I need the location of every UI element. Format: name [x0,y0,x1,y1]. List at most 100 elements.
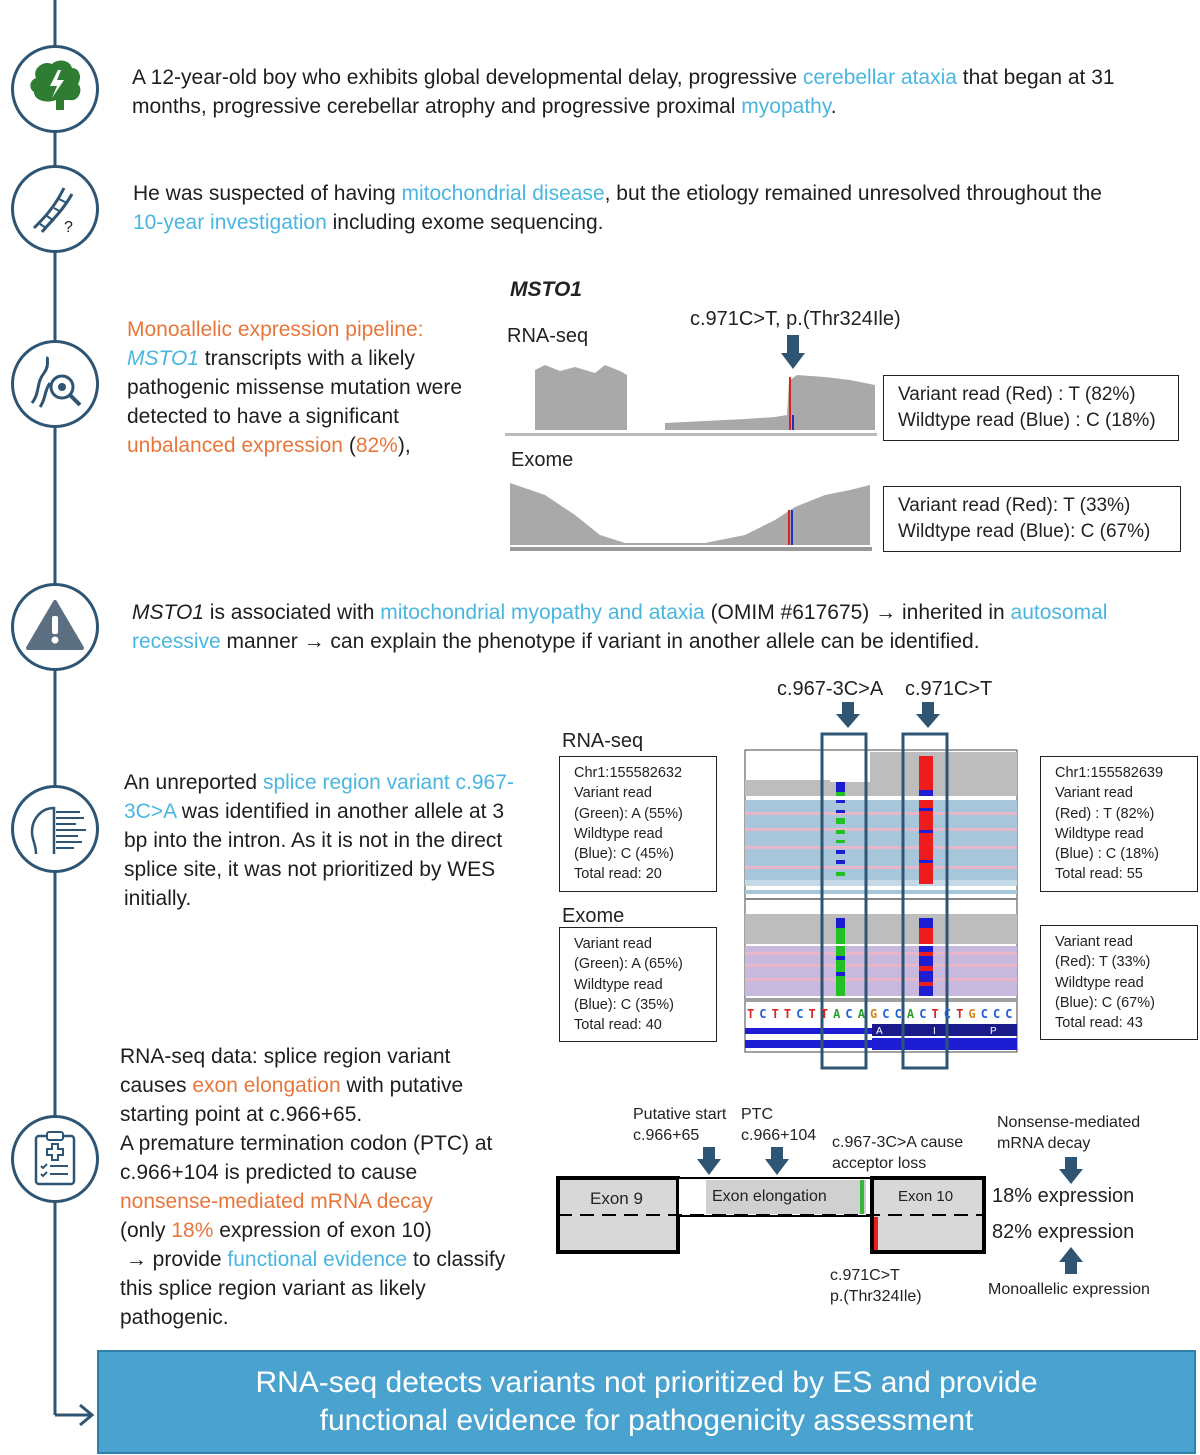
label-line: c.967-3C>A cause [832,1134,964,1151]
box-line: Total read: 20 [574,866,662,883]
arrow-down-icon [765,1147,789,1175]
text-segment: RNA-seq data: splice region variant caus… [120,1045,451,1097]
text-segment: ), [397,434,411,457]
box-line: (Red): T (33%) [1055,954,1151,971]
highlight-82: 82% [355,434,398,457]
igv2-ex-right-box: Variant read (Red): T (33%) Wildtype rea… [1040,925,1198,1041]
sequence-base: T [747,1007,754,1021]
text-segment: , but the etiology remained unresolved t… [604,182,1102,205]
sequence-base: T [932,1007,939,1021]
text-segment: that began at 31 months, progressive cer… [132,66,1115,118]
box-line: (Blue) : C (18%) [1055,846,1159,863]
label-line: p.(Thr324Ile) [830,1288,922,1305]
highlight-nmd: nonsense-mediated mRNA decay [120,1190,433,1213]
amino-acid: A [876,1026,883,1037]
box-line: Chr1:155582639 [1055,765,1164,781]
igv2-ex-left-box: Variant read (Green): A (65%) Wildtype r… [559,927,717,1043]
sequence-base: A [907,1007,915,1021]
dna-question-icon: ? [11,165,99,253]
box-line: Wildtype read [574,825,663,842]
putative-start-label: Putative start c.966+65 [633,1104,726,1146]
text-segment: with putative starting point at c.966+65… [120,1074,464,1126]
label-line: acceptor loss [832,1155,927,1172]
igv1-exome-label: Exome [511,449,574,471]
conclusion-banner: RNA-seq detects variants not prioritized… [97,1350,1196,1454]
nmd-label: Nonsense-mediated mRNA decay [997,1112,1140,1154]
box-line: Variant read [1055,785,1133,802]
expression-18-label: 18% expression [992,1185,1135,1207]
investigation-description: He was suspected of having mitochondrial… [133,179,1133,237]
head-profile-icon [11,785,99,873]
sequence-base: T [772,1007,779,1021]
igv2-rna-right-box: Chr1:155582639 Variant read (Red) : T (8… [1040,756,1198,892]
box-line: Variant read [574,785,652,802]
gene-name: MSTO1 [127,347,199,370]
sequence-base: G [870,1007,877,1021]
label-line: c.966+104 [741,1127,817,1144]
box-line: Variant read [1055,934,1133,950]
exon-diagram [556,1147,986,1254]
ptc-label: PTC c.966+104 [741,1104,816,1146]
box-line: Wildtype read [574,976,663,993]
highlight-18: 18% [171,1219,214,1242]
arrow-down-icon [781,335,805,369]
box-line: Wildtype read (Blue) : C (18%) [898,410,1156,431]
igv2-variant1-label: c.967-3C>A [777,678,884,700]
sequence-base: C [981,1007,988,1021]
sequence-base: T [809,1007,816,1021]
box-line: Total read: 55 [1055,866,1143,883]
pipeline-description: Monoallelic expression pipeline:MSTO1 tr… [127,315,497,460]
case-description: A 12-year-old boy who exhibits global de… [132,63,1192,121]
box-line: Total read: 43 [1055,1015,1143,1032]
arrow-down-icon [836,702,860,728]
sequence-base: T [956,1007,963,1021]
label-line: c.971C>T [830,1267,900,1284]
box-line: (Green): A (65%) [574,956,683,973]
arrow-down-icon [697,1147,721,1175]
text-segment: including exome sequencing. [326,211,604,234]
sequence-base: C [882,1007,889,1021]
amino-acid: P [990,1026,997,1037]
sequence-base: T [784,1007,791,1021]
igv1-rnaseq-label: RNA-seq [507,325,589,347]
igv1-coverage-tracks [505,335,877,551]
label-line: c.966+65 [633,1127,700,1144]
exon9-label: Exon 9 [590,1189,643,1208]
igv1-rnaseq-box: Variant read (Red) : T (82%) Wildtype re… [883,375,1179,441]
box-line: Chr1:155582632 [574,765,683,781]
exon-elongation-label: Exon elongation [712,1188,827,1205]
igv1-exome-box: Variant read (Red): T (33%) Wildtype rea… [883,486,1181,552]
warning-icon [11,583,99,671]
monoallelic-label: Monoallelic expression [988,1281,1150,1298]
sequence-base: C [759,1007,766,1021]
gene-name: MSTO1 [132,601,204,624]
svg-text:?: ? [64,219,73,236]
highlight-splice-variant: splice region variant c.967-3C>A [124,771,514,823]
box-line: (Blue): C (35%) [574,996,674,1013]
box-line: (Blue): C (45%) [574,846,674,863]
box-line: (Blue): C (67%) [1055,994,1155,1011]
sequence-base: C [845,1007,852,1021]
sequence-base: C [919,1007,926,1021]
text-segment: → provide [125,1248,228,1271]
label-line: PTC [741,1106,773,1123]
box-line: Wildtype read [1055,825,1144,842]
label-line: Putative start [633,1106,727,1123]
arrow-down-icon [1059,1157,1083,1184]
highlight-unbalanced: unbalanced expression [127,434,343,457]
highlight-myopathy: myopathy [741,95,831,118]
amino-acid: I [933,1026,936,1037]
igv1-variant-label: c.971C>T, p.(Thr324Ile) [690,308,901,330]
text-segment: manner → can explain the phenotype if va… [220,630,980,653]
igv2-variant2-label: c.971C>T [905,678,993,700]
highlight-exon-elongation: exon elongation [192,1074,341,1097]
sequence-base: T [821,1007,828,1021]
splice-variant-description: An unreported splice region variant c.96… [124,768,514,913]
highlight-mitochondrial-disease: mitochondrial disease [401,182,605,205]
text-segment: transcripts with a likely pathogenic mis… [127,347,463,428]
label-line: mRNA decay [997,1135,1091,1152]
text-segment: is associated with [203,601,381,624]
sequence-base: C [993,1007,1000,1021]
